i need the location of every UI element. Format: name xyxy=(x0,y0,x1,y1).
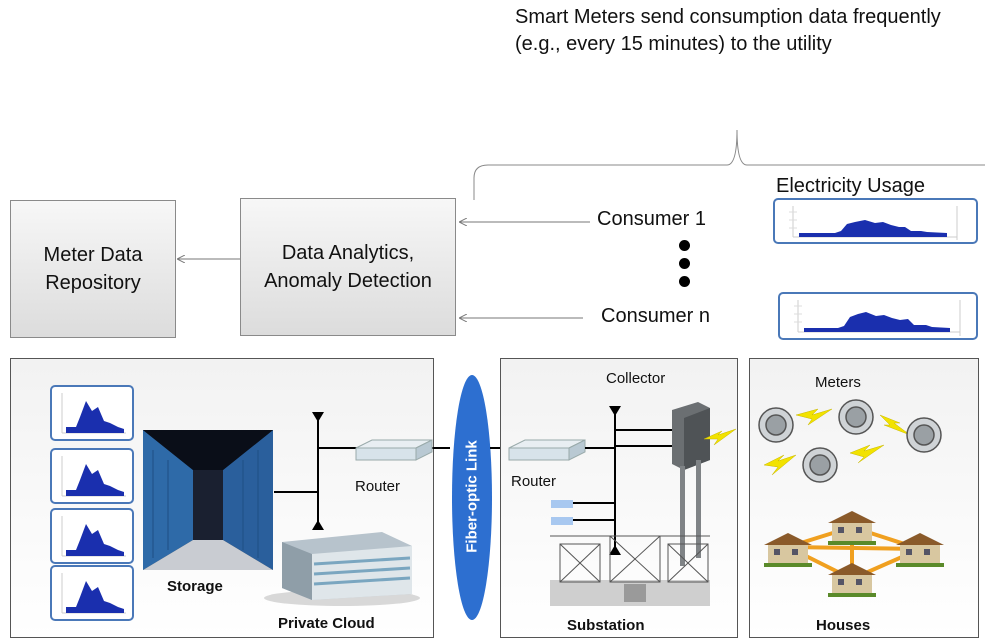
meters-mesh-icon xyxy=(703,399,942,483)
storage-datacenter-image xyxy=(143,430,273,570)
connector-lines xyxy=(0,129,985,360)
router-icon-substation xyxy=(508,439,586,461)
consumer-1-label: Consumer 1 xyxy=(597,208,706,230)
usage-chart-consumer-1 xyxy=(773,198,978,244)
ellipsis-dot-2 xyxy=(679,258,690,269)
consumer-n-label: Consumer n xyxy=(601,305,710,327)
usage-sparkline-1 xyxy=(789,206,958,240)
ellipsis-dot-1 xyxy=(679,240,690,251)
storage-label: Storage xyxy=(167,578,223,595)
meter-data-repository-box: Meter Data Repository xyxy=(10,200,176,338)
fiber-optic-link-label: Fiber-optic Link xyxy=(463,440,481,553)
substation-network-lines xyxy=(551,406,680,555)
ellipsis-dot-3 xyxy=(679,276,690,287)
collector-device-icon xyxy=(672,402,710,566)
meters-label: Meters xyxy=(815,374,861,391)
stored-usage-card-3 xyxy=(50,508,134,564)
substation-structure-icon xyxy=(550,535,710,606)
stored-usage-card-2 xyxy=(50,448,134,504)
router-icon-cloud xyxy=(355,439,433,461)
fiber-optic-link xyxy=(452,375,492,620)
houses-label: Houses xyxy=(816,617,871,634)
usage-sparkline-n xyxy=(794,300,961,336)
meter-data-repository-label: Meter Data Repository xyxy=(43,244,143,294)
substation-label: Substation xyxy=(567,617,645,634)
annotation-text: Smart Meters send consumption data frequ… xyxy=(515,6,941,55)
houses-network-icon xyxy=(764,511,944,597)
data-analytics-box: Data Analytics, Anomaly Detection xyxy=(240,198,456,336)
private-cloud-label: Private Cloud xyxy=(278,615,375,632)
router-label-cloud: Router xyxy=(355,478,401,495)
router-label-substation: Router xyxy=(511,473,557,490)
stored-usage-card-1 xyxy=(50,385,134,441)
electricity-usage-title: Electricity Usage xyxy=(776,175,925,197)
brace xyxy=(473,129,985,200)
data-analytics-label: Data Analytics, Anomaly Detection xyxy=(264,242,432,292)
private-cloud-building-icon xyxy=(264,532,420,606)
cloud-network-lines xyxy=(274,412,450,530)
usage-chart-consumer-n xyxy=(778,292,978,340)
stored-usage-card-4 xyxy=(50,565,134,621)
collector-label: Collector xyxy=(606,370,666,387)
